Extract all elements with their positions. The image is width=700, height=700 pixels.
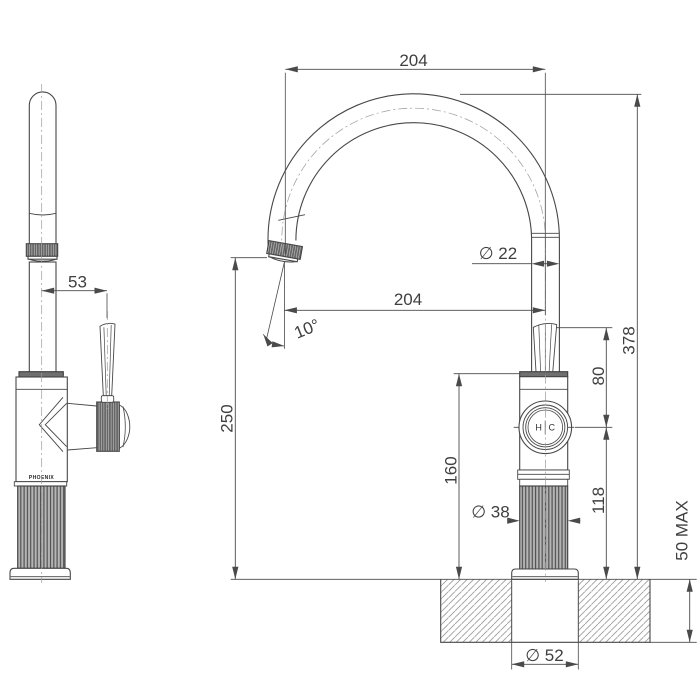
side-end-cap <box>118 404 131 450</box>
dimension-lines <box>41 66 693 670</box>
dim-body-height: 160 <box>442 456 461 484</box>
side-view-faucet <box>9 91 131 580</box>
knob-cold-label: C <box>549 423 556 433</box>
dim-bench-thickness: 50 MAX <box>673 500 692 560</box>
dim-reach-top: 204 <box>399 51 427 70</box>
dim-outlet-height: 250 <box>218 404 237 432</box>
dim-side-offset: 53 <box>68 273 87 292</box>
front-aerator <box>266 240 304 263</box>
dim-lever-height: 80 <box>589 367 608 386</box>
dim-spout-diameter: ∅ 22 <box>479 244 517 263</box>
side-knob-knurl <box>96 401 120 452</box>
dim-spout-angle: 10° <box>291 315 322 342</box>
dim-hole-diameter: ∅ 52 <box>525 646 563 665</box>
dim-reach-spout: 204 <box>394 290 422 309</box>
front-fluted-base <box>519 485 569 570</box>
side-fluted-base <box>17 485 66 569</box>
dim-base-height: 118 <box>589 487 608 514</box>
front-view-faucet <box>266 93 579 580</box>
bench-section <box>230 578 697 643</box>
knob-hot-label: H <box>535 423 542 433</box>
side-lever <box>99 322 116 397</box>
side-centerlines <box>41 84 108 583</box>
front-centerlines <box>281 107 546 582</box>
dim-body-diameter: ∅ 38 <box>471 503 509 522</box>
dim-overall-height: 378 <box>620 326 639 354</box>
